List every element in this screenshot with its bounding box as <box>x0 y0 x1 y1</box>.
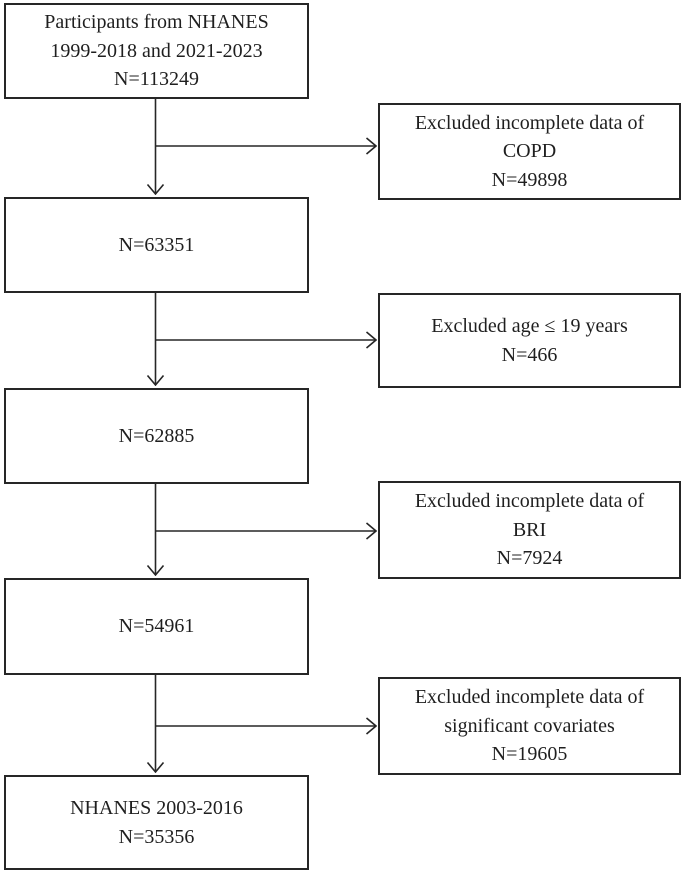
exclusion-box-copd: Excluded incomplete data of COPD N=49898 <box>378 103 681 200</box>
flow-box-n63351: N=63351 <box>4 197 309 293</box>
exclusion-box-covariates: Excluded incomplete data of significant … <box>378 677 681 775</box>
flow-box-n54961: N=54961 <box>4 578 309 675</box>
flow-box-final-sample: NHANES 2003-2016 N=35356 <box>4 775 309 870</box>
exclusion-box-bri: Excluded incomplete data of BRI N=7924 <box>378 481 681 579</box>
flow-box-n62885: N=62885 <box>4 388 309 484</box>
exclusion-box-age: Excluded age ≤ 19 years N=466 <box>378 293 681 388</box>
flow-box-participants: Participants from NHANES 1999-2018 and 2… <box>4 3 309 99</box>
